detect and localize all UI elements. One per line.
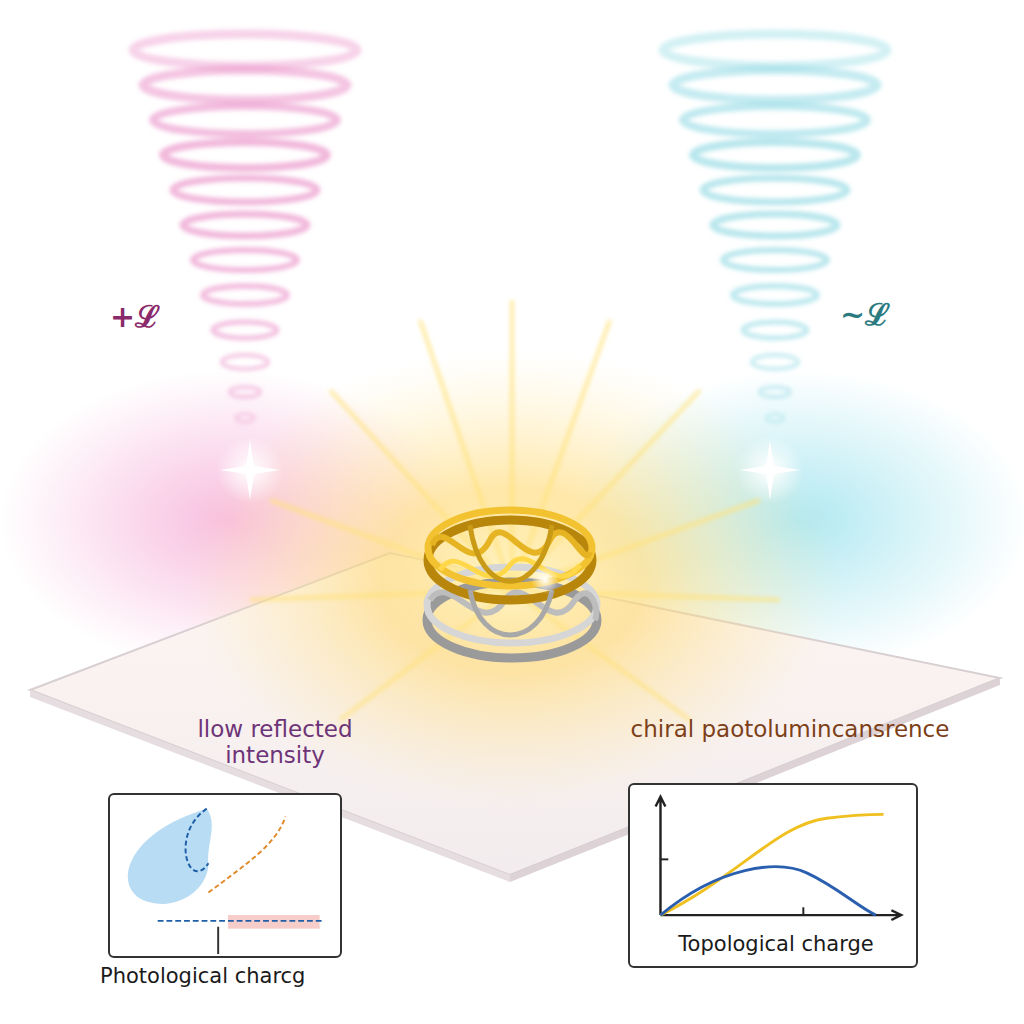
vortex-beam-minus bbox=[663, 34, 887, 422]
axis-caption: Photological charcg bbox=[100, 964, 305, 988]
focal-spot bbox=[216, 436, 284, 504]
data-curve bbox=[660, 814, 883, 915]
focal-spot bbox=[220, 440, 280, 500]
axis-tick bbox=[802, 907, 804, 915]
chiral-nanostructure bbox=[427, 510, 597, 658]
region-label: llow reflected intensity bbox=[150, 716, 400, 769]
light-rays bbox=[250, 300, 780, 720]
data-curve bbox=[158, 920, 324, 922]
data-curve bbox=[208, 816, 285, 892]
region-label: chiral paotolumincansrence bbox=[630, 716, 950, 742]
data-curve bbox=[660, 867, 875, 915]
focal-spot bbox=[740, 440, 800, 500]
data-region bbox=[128, 809, 212, 904]
charge-label: +ℒ bbox=[100, 300, 170, 335]
focal-spot bbox=[736, 436, 804, 504]
axis-tick bbox=[660, 858, 668, 860]
vortex-beam-plus bbox=[133, 34, 357, 422]
charge-label: ~ℒ bbox=[830, 298, 900, 333]
axis-caption: Topological charge bbox=[675, 932, 876, 956]
sparkle bbox=[531, 566, 559, 594]
data-curve bbox=[186, 809, 209, 872]
chart-panel: Photological charcg bbox=[108, 793, 342, 958]
chart-panel: Topological charge bbox=[628, 783, 918, 968]
axis-tick bbox=[217, 927, 219, 954]
chart-plot bbox=[110, 795, 340, 956]
y-axis bbox=[656, 797, 666, 915]
chart-frame bbox=[108, 793, 342, 958]
data-band bbox=[228, 915, 320, 929]
x-axis bbox=[660, 910, 901, 920]
